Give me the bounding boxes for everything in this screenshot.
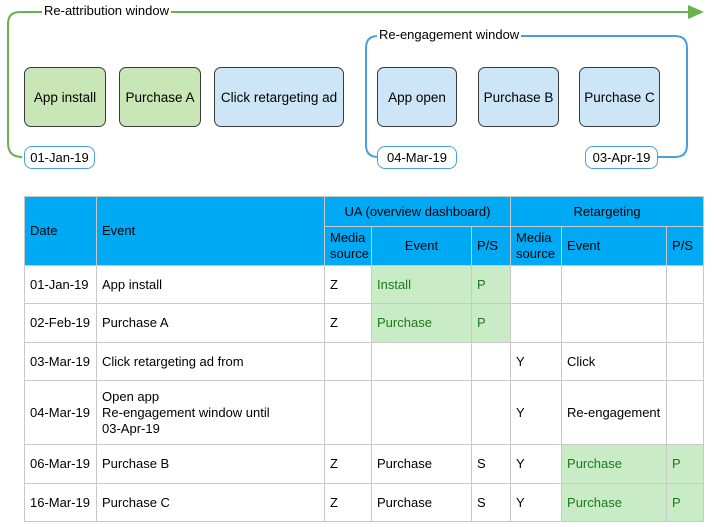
cell-ua-event bbox=[371, 342, 472, 381]
date-pill-reengagement-end: 03-Apr-19 bbox=[585, 146, 658, 169]
cell-rt-ps bbox=[666, 303, 705, 343]
cell-event: Purchase B bbox=[96, 444, 325, 484]
cell-ua-ps bbox=[470, 342, 512, 381]
cell-rt-event: Purchase bbox=[561, 444, 668, 484]
date-pill-start: 01-Jan-19 bbox=[24, 146, 95, 169]
cell-event: Click retargeting ad from bbox=[96, 342, 325, 381]
event-box-app-open: App open bbox=[377, 67, 457, 127]
cell-rt-event: Click bbox=[561, 342, 668, 381]
cell-date: 02-Feb-19 bbox=[24, 303, 97, 343]
cell-ua-event: Purchase bbox=[371, 303, 472, 343]
header-ua-media-source: Media source bbox=[324, 226, 372, 266]
event-box-purchase-a: Purchase A bbox=[119, 67, 201, 127]
cell-date: 04-Mar-19 bbox=[24, 380, 97, 445]
event-box-purchase-b: Purchase B bbox=[478, 67, 559, 127]
cell-ua-media: Z bbox=[324, 265, 372, 304]
cell-event: Purchase A bbox=[96, 303, 325, 343]
cell-ua-event: Purchase bbox=[371, 483, 472, 522]
event-box-purchase-c: Purchase C bbox=[579, 67, 660, 127]
table-row: 16-Mar-19 Purchase C Z Purchase S Y Purc… bbox=[24, 483, 705, 522]
table-row: 01-Jan-19 App install Z Install P bbox=[24, 265, 705, 304]
cell-date: 06-Mar-19 bbox=[24, 444, 97, 484]
cell-ua-media bbox=[324, 342, 372, 381]
cell-rt-media bbox=[510, 265, 563, 304]
header-retargeting-group: Retargeting bbox=[510, 196, 705, 227]
cell-ua-ps bbox=[470, 380, 512, 445]
reengagement-line bbox=[365, 35, 688, 158]
event-box-click-retargeting-ad: Click retargeting ad bbox=[214, 67, 344, 127]
cell-rt-media: Y bbox=[510, 444, 563, 484]
cell-ua-ps: P bbox=[470, 265, 512, 304]
header-rt-ps: P/S bbox=[666, 226, 705, 266]
header-ua-ps: P/S bbox=[470, 226, 512, 266]
reengagement-window-label: Re-engagement window bbox=[377, 27, 522, 42]
reattribution-window-label: Re-attribution window bbox=[42, 3, 172, 18]
cell-ua-media: Z bbox=[324, 444, 372, 484]
cell-rt-media bbox=[510, 303, 563, 343]
cell-rt-media: Y bbox=[510, 483, 563, 522]
header-date: Date bbox=[24, 196, 97, 266]
cell-event: Purchase C bbox=[96, 483, 325, 522]
cell-date: 16-Mar-19 bbox=[24, 483, 97, 522]
cell-ua-ps: S bbox=[470, 483, 512, 522]
table-row: 04-Mar-19 Open app Re-engagement window … bbox=[24, 380, 705, 445]
cell-ua-media: Z bbox=[324, 483, 372, 522]
cell-date: 01-Jan-19 bbox=[24, 265, 97, 304]
cell-rt-ps bbox=[666, 342, 705, 381]
cell-rt-ps bbox=[666, 265, 705, 304]
cell-date: 03-Mar-19 bbox=[24, 342, 97, 381]
header-rt-media-source: Media source bbox=[510, 226, 563, 266]
cell-rt-media: Y bbox=[510, 342, 563, 381]
header-ua-event: Event bbox=[371, 226, 472, 266]
table-row: 02-Feb-19 Purchase A Z Purchase P bbox=[24, 303, 705, 343]
cell-ua-event: Purchase bbox=[371, 444, 472, 484]
date-pill-reengagement-start: 04-Mar-19 bbox=[377, 146, 457, 169]
table-row: 03-Mar-19 Click retargeting ad from Y Cl… bbox=[24, 342, 705, 381]
cell-ua-media bbox=[324, 380, 372, 445]
reattribution-arrow-icon bbox=[688, 5, 704, 19]
table-row: 06-Mar-19 Purchase B Z Purchase S Y Purc… bbox=[24, 444, 705, 484]
cell-rt-event bbox=[561, 303, 668, 343]
header-event: Event bbox=[96, 196, 325, 266]
cell-rt-media: Y bbox=[510, 380, 563, 445]
cell-event: App install bbox=[96, 265, 325, 304]
cell-rt-event: Purchase bbox=[561, 483, 668, 522]
cell-ua-media: Z bbox=[324, 303, 372, 343]
window-lines bbox=[7, 5, 704, 158]
cell-ua-ps: P bbox=[470, 303, 512, 343]
cell-ua-event: Install bbox=[371, 265, 472, 304]
reattribution-line bbox=[7, 11, 690, 158]
cell-rt-event bbox=[561, 265, 668, 304]
header-rt-event: Event bbox=[561, 226, 668, 266]
cell-ua-ps: S bbox=[470, 444, 512, 484]
header-ua-group: UA (overview dashboard) bbox=[323, 196, 512, 227]
cell-rt-ps: P bbox=[666, 483, 705, 522]
cell-rt-ps bbox=[666, 380, 705, 445]
cell-rt-event: Re-engagement bbox=[561, 380, 668, 445]
cell-ua-event bbox=[371, 380, 472, 445]
cell-rt-ps: P bbox=[666, 444, 705, 484]
attribution-table: Date Event UA (overview dashboard) Retar… bbox=[24, 196, 705, 522]
cell-event: Open app Re-engagement window until 03-A… bbox=[96, 380, 325, 445]
event-box-app-install: App install bbox=[24, 67, 106, 127]
